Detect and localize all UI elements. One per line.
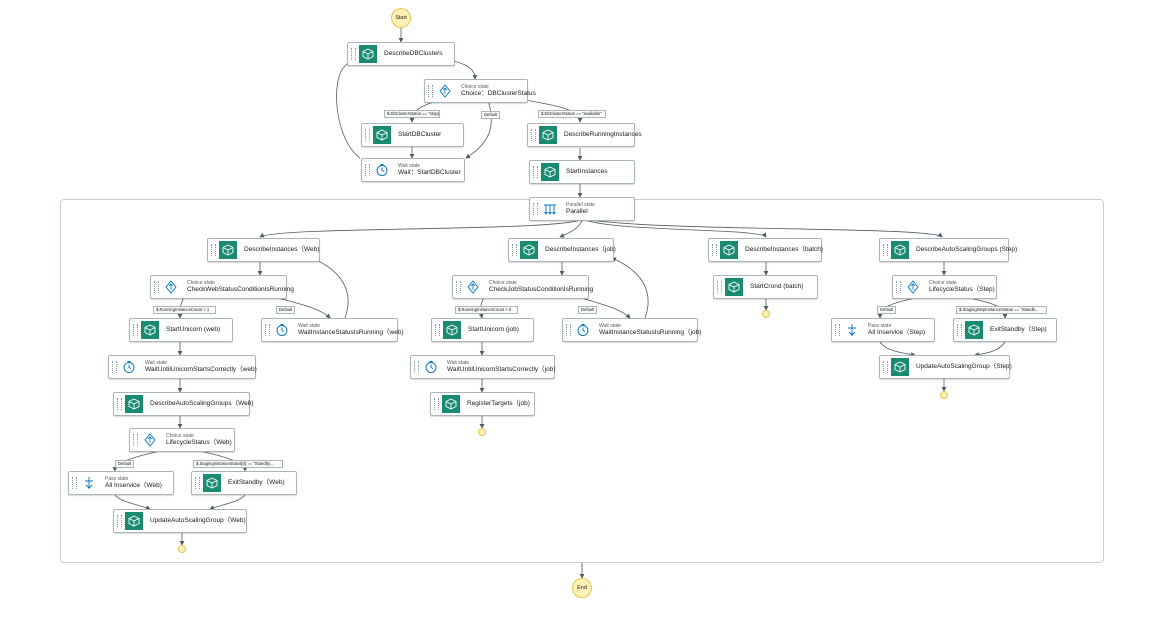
cube-icon bbox=[141, 321, 159, 339]
edge bbox=[465, 99, 492, 159]
cube-icon bbox=[720, 241, 738, 259]
choice-icon bbox=[141, 431, 159, 449]
edge-label-default-job: Default bbox=[578, 306, 597, 314]
cube-icon bbox=[725, 278, 743, 296]
state-start-unicorn-job[interactable]: StartUnicorn (job) bbox=[431, 318, 534, 342]
cube-icon bbox=[539, 126, 557, 144]
edge-label-stopped: $.DbClusterStatus == "stopped" bbox=[384, 110, 440, 118]
start-node[interactable]: Start bbox=[391, 8, 411, 28]
state-start-instances[interactable]: StartInstances bbox=[529, 160, 635, 184]
edge bbox=[582, 218, 943, 238]
end-node[interactable]: End bbox=[572, 578, 592, 598]
state-start-unicorn-web[interactable]: StartUnicorn (web) bbox=[129, 318, 233, 342]
state-update-asg-step[interactable]: UpdateAutoScalingGroup（Step) bbox=[879, 355, 1012, 379]
cube-icon bbox=[125, 512, 143, 530]
branch-end-step bbox=[940, 391, 948, 399]
cube-icon bbox=[520, 241, 538, 259]
edge-label-default-lc-step: Default bbox=[877, 306, 896, 314]
state-start-db-cluster[interactable]: StartDBCluster bbox=[361, 123, 464, 147]
branch-end-batch bbox=[762, 310, 770, 318]
clock-icon bbox=[574, 321, 592, 339]
choice-icon bbox=[904, 278, 922, 296]
state-describe-running-instances[interactable]: DescribeRunningInstances bbox=[527, 123, 642, 147]
edge-label-default-web: Default bbox=[276, 306, 295, 314]
state-describe-instances-web[interactable]: DescribeInstances（Web) bbox=[207, 238, 320, 262]
pass-icon bbox=[80, 474, 98, 492]
state-update-asg-web[interactable]: UpdateAutoScalingGroup（Web) bbox=[113, 509, 247, 533]
state-describe-db-clusters[interactable]: DescribeDBClusters bbox=[347, 42, 455, 66]
state-describe-asg-step[interactable]: DescribeAutoScalingGroups (Step) bbox=[879, 238, 1017, 262]
choice-icon bbox=[162, 278, 180, 296]
state-start-crond-batch[interactable]: StartCrond (batch) bbox=[713, 275, 818, 299]
cube-icon bbox=[442, 395, 460, 413]
cube-icon bbox=[359, 45, 377, 63]
state-describe-instances-batch[interactable]: DescribeInstances（batch) bbox=[708, 238, 823, 262]
edge bbox=[879, 341, 916, 357]
edge-label-standby-step: $.StagingStepInstanceStatus == "Standb..… bbox=[956, 306, 1047, 314]
edge-label-standby-web: $.StagingInstanceStatus[0] == "Standby..… bbox=[193, 460, 283, 468]
cube-icon bbox=[203, 474, 221, 492]
edge-label-available: $.DbClusterStatus == "available" bbox=[538, 110, 606, 118]
edge-label-running-job: $.RunningInstanceCount > 0 bbox=[455, 306, 518, 314]
state-register-targets-job[interactable]: RegisterTargets（job) bbox=[430, 392, 535, 416]
cube-icon bbox=[891, 358, 909, 376]
cube-icon bbox=[219, 241, 237, 259]
cube-icon bbox=[541, 163, 559, 181]
edge bbox=[524, 99, 583, 123]
state-exit-standby-web[interactable]: ExitStandby（Web) bbox=[191, 471, 297, 495]
edge bbox=[974, 341, 1006, 357]
branch-end-web bbox=[178, 545, 186, 553]
edge bbox=[582, 218, 767, 238]
edge-label-default: Default bbox=[481, 111, 500, 119]
state-describe-asg-web[interactable]: DescribeAutoScalingGroups（Web) bbox=[113, 392, 254, 416]
edge bbox=[114, 494, 151, 510]
edge bbox=[209, 494, 246, 510]
edge bbox=[611, 257, 649, 319]
clock-icon bbox=[120, 358, 138, 376]
state-exit-standby-step[interactable]: ExitStandby（Step) bbox=[953, 318, 1057, 342]
edge-label-default-lc-web: Default bbox=[115, 460, 134, 468]
choice-icon bbox=[436, 82, 454, 100]
cube-icon bbox=[125, 395, 143, 413]
pass-icon bbox=[843, 321, 861, 339]
edge bbox=[259, 218, 584, 238]
clock-icon bbox=[422, 358, 440, 376]
cube-icon bbox=[965, 321, 983, 339]
cube-icon bbox=[891, 241, 909, 259]
clock-icon bbox=[373, 161, 391, 179]
choice-icon bbox=[464, 278, 482, 296]
branch-end-job bbox=[478, 428, 486, 436]
edge-label-running-web: $.RunningInstanceCount > 1 bbox=[153, 306, 216, 314]
parallel-icon bbox=[541, 200, 559, 218]
clock-icon bbox=[273, 321, 291, 339]
cube-icon bbox=[373, 126, 391, 144]
edge bbox=[311, 257, 349, 319]
edge bbox=[559, 218, 584, 238]
cube-icon bbox=[443, 321, 461, 339]
state-describe-instances-job[interactable]: DescribeInstances（job) bbox=[508, 238, 616, 262]
